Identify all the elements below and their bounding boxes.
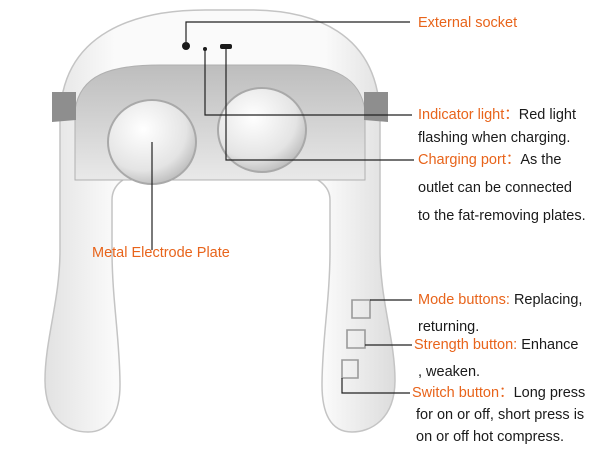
mode-buttons-label: Mode buttons: Replacing,: [418, 291, 582, 310]
switch-button-label: Switch button：Long press: [412, 384, 585, 403]
leader-indicator-light: [204, 49, 412, 116]
charging-port-icon: [220, 44, 232, 49]
switch-button-text-line2: for on or off, short press is: [416, 407, 585, 423]
electrode-label: Metal Electrode Plate: [92, 245, 230, 261]
strength-button-text: Enhance: [521, 337, 579, 353]
indicator-light-text-line2: flashing when charging.: [418, 130, 571, 146]
switch-button-title: Switch button：: [412, 385, 514, 401]
charging-port-text-line3: to the fat-removing plates.: [418, 208, 586, 224]
leader-charging-port: [225, 49, 414, 161]
mode-buttons-text-line2: returning.: [418, 319, 480, 335]
mode-buttons-title: Mode buttons:: [418, 292, 510, 308]
mode-buttons-text: Replacing,: [513, 292, 583, 308]
right-arm-buttons: [341, 299, 371, 379]
charging-port-text-line2: outlet can be connected: [418, 180, 572, 196]
charging-port-text: As the: [520, 152, 562, 168]
indicator-light-text: Red light: [518, 107, 576, 123]
strength-button-text-line2: , weaken.: [418, 364, 481, 380]
indicator-light-title: Indicator light：: [418, 107, 519, 123]
strength-button-title: Strength button:: [414, 337, 518, 353]
switch-button-text: Long press: [513, 385, 586, 401]
leader-switch-button: [341, 378, 410, 394]
charging-port-title: Charging port：: [418, 152, 521, 168]
leader-external-socket: [185, 21, 410, 46]
indicator-light-label: Indicator light：Red light: [418, 106, 576, 125]
strength-button-label: Strength button: Enhance: [414, 336, 578, 355]
charging-port-label: Charging port：As the: [418, 151, 561, 170]
leader-lines: [151, 21, 414, 394]
switch-button-text-line3: on or off hot compress.: [416, 429, 565, 445]
external-socket-label: External socket: [418, 15, 518, 31]
right-electrode-plate: [217, 87, 307, 173]
left-side-band: [52, 92, 76, 122]
right-side-band: [364, 92, 388, 122]
